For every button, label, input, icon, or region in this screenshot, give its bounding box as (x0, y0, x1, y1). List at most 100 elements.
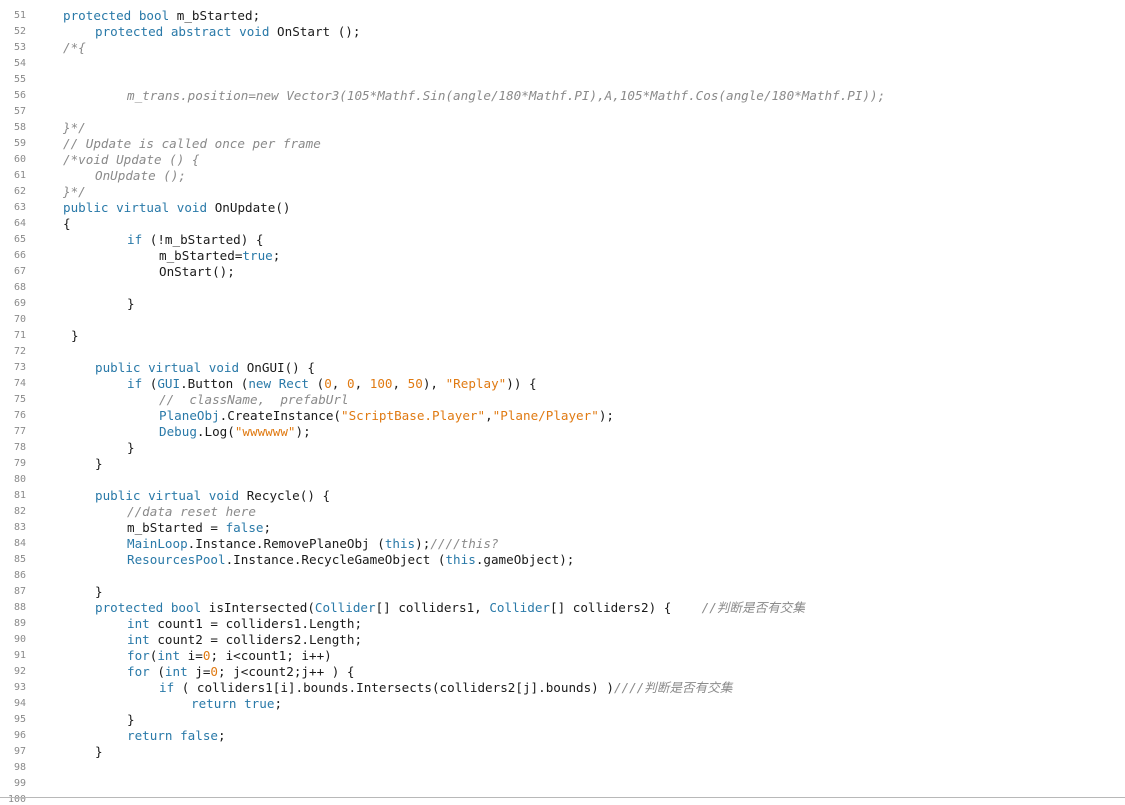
code-token: void (208, 360, 240, 375)
line-number: 68 (13, 282, 26, 293)
code-line[interactable]: 95} (0, 712, 1125, 728)
code-token (173, 728, 181, 743)
code-line[interactable]: 99 (0, 776, 1125, 792)
code-token: ); (598, 408, 614, 423)
code-token: , (331, 376, 347, 391)
code-line[interactable]: 57 (0, 104, 1125, 120)
code-line[interactable]: 93 if ( colliders1[i].bounds.Intersects(c… (0, 680, 1125, 696)
code-line[interactable]: 58}*/ (0, 120, 1125, 136)
code-line[interactable]: 62}*/ (0, 184, 1125, 200)
code-text: } (127, 440, 135, 456)
code-text: /*void Update () { (63, 152, 199, 168)
code-token: protected (95, 24, 164, 39)
code-text: if (!m_bStarted) { (127, 232, 264, 248)
code-token: //判断是否有交集 (701, 600, 805, 615)
code-token: Rect (278, 376, 310, 391)
code-token: new (248, 376, 272, 391)
code-text: // Update is called once per frame (63, 136, 321, 152)
code-token: } (71, 328, 79, 343)
code-token: 0 (202, 648, 211, 663)
code-line[interactable]: 80 (0, 472, 1125, 488)
line-number: 84 (13, 538, 26, 549)
code-token: GUI (157, 376, 181, 391)
code-token: } (127, 440, 135, 455)
code-line[interactable]: 60/*void Update () { (0, 152, 1125, 168)
code-text: return false; (127, 728, 226, 744)
line-number: 87 (13, 586, 26, 597)
line-number: 93 (13, 682, 26, 693)
code-line[interactable]: 79} (0, 456, 1125, 472)
code-token: Collider (314, 600, 376, 615)
code-text: if ( colliders1[i].bounds.Intersects(col… (159, 680, 732, 696)
line-number: 58 (13, 122, 26, 133)
code-text: m_bStarted=true; (159, 248, 280, 264)
code-line[interactable]: 72 (0, 344, 1125, 360)
code-token: for (127, 648, 150, 663)
code-token (141, 360, 149, 375)
code-token: //data reset here (127, 504, 256, 519)
code-line[interactable]: 55 (0, 72, 1125, 88)
code-text: public virtual void OnUpdate() (63, 200, 291, 216)
code-token: ); (295, 424, 311, 439)
line-number-gutter (0, 0, 34, 800)
code-line[interactable]: 75// className, prefabUrl (0, 392, 1125, 408)
code-token: /*void Update () { (63, 152, 200, 167)
code-token: if (127, 232, 143, 247)
code-token: { (63, 216, 71, 231)
code-line[interactable]: 78} (0, 440, 1125, 456)
code-line[interactable]: 97} (0, 744, 1125, 760)
code-token: public (95, 360, 141, 375)
code-token: 0 (346, 376, 355, 391)
code-line[interactable]: 86 (0, 568, 1125, 584)
code-line[interactable]: 53/*{ (0, 40, 1125, 56)
code-line[interactable]: 70 (0, 312, 1125, 328)
line-number: 85 (13, 554, 26, 565)
code-token: return (191, 696, 237, 711)
code-token: [] colliders2) { (550, 600, 702, 615)
code-line[interactable]: 64{ (0, 216, 1125, 232)
code-line[interactable]: 71} (0, 328, 1125, 344)
code-token: void (208, 488, 240, 503)
code-token: false (225, 520, 264, 535)
code-line[interactable]: 98 (0, 760, 1125, 776)
code-token: ; (263, 520, 272, 535)
code-line[interactable]: 69} (0, 296, 1125, 312)
code-token: // className, prefabUrl (159, 392, 349, 407)
code-token (237, 696, 245, 711)
line-number: 88 (13, 602, 26, 613)
code-token (201, 360, 209, 375)
code-line[interactable]: 54 (0, 56, 1125, 72)
line-number: 98 (13, 762, 26, 773)
code-line[interactable]: 59// Update is called once per frame (0, 136, 1125, 152)
code-line[interactable]: 87} (0, 584, 1125, 600)
code-token: ; (272, 248, 281, 263)
code-line[interactable]: 68 (0, 280, 1125, 296)
code-text: }*/ (63, 184, 86, 200)
code-text: m_trans.position=new Vector3(105*Mathf.S… (127, 88, 885, 104)
code-line[interactable]: 82//data reset here (0, 504, 1125, 520)
